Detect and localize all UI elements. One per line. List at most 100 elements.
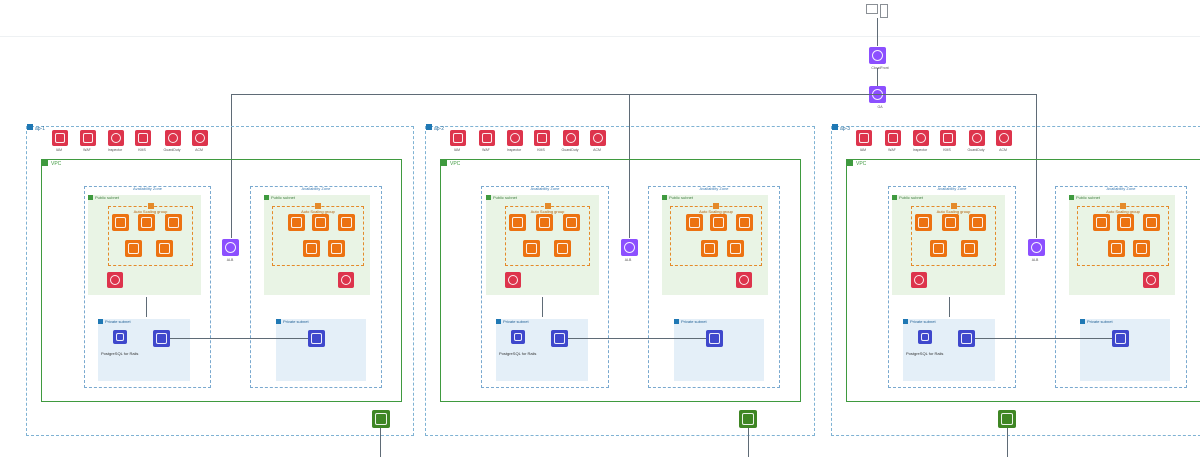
- ec2-icon: [328, 240, 345, 257]
- region-1: ap-1: [26, 124, 414, 436]
- private-subnet-label: Private subnet: [105, 319, 131, 324]
- asg-label: Auto Scaling group: [1106, 209, 1140, 214]
- kms-label: KMS: [138, 148, 146, 152]
- ec2-icon: [536, 214, 553, 231]
- asg-label: Auto Scaling group: [699, 209, 733, 214]
- waf-icon: [885, 130, 901, 146]
- rds-icon: [153, 330, 170, 347]
- autoscaling-group: Auto Scaling group: [108, 203, 193, 266]
- ec2-icon: [727, 240, 744, 257]
- asg-icon: [544, 203, 551, 209]
- ec2-icon: [338, 214, 355, 231]
- vpc-1: VPC: [41, 159, 402, 402]
- replication-line: [568, 338, 706, 339]
- region-3: ap-3: [831, 124, 1200, 436]
- fanout-line: [231, 94, 1037, 95]
- vpc-label: VPC: [51, 161, 62, 167]
- db-caption: PostgreSQL for Rails: [906, 351, 944, 356]
- autoscaling-group: Auto Scaling group: [1077, 203, 1169, 266]
- ec2-icon: [288, 214, 305, 231]
- public-subnet-label: Public subnet: [669, 195, 694, 200]
- asg-label: Auto Scaling group: [301, 209, 335, 214]
- rds-icon: [308, 330, 325, 347]
- kms-icon: [940, 130, 956, 146]
- ec2-icon: [312, 214, 329, 231]
- iam-label: IAM: [55, 148, 63, 152]
- az-2a: Availability Zone: [481, 186, 609, 388]
- vpc-flag-icon: [441, 160, 447, 166]
- database-icon: [918, 330, 932, 344]
- database-icon: [113, 330, 127, 344]
- ec2-icon: [563, 214, 580, 231]
- public-subnet: Public subnet: [892, 195, 1005, 295]
- az-1b: Availability Zone: [250, 186, 382, 388]
- waf-label: WAF: [888, 148, 896, 152]
- s3-icon: [372, 410, 390, 428]
- private-subnet-label: Private subnet: [681, 319, 707, 324]
- ec2-icon: [509, 214, 526, 231]
- nat-gateway-icon: [736, 272, 752, 288]
- asg-label: Auto Scaling group: [133, 209, 168, 214]
- inspector-label: Inspector: [107, 148, 123, 152]
- inspector-icon: [507, 130, 523, 146]
- ec2-icon: [1093, 214, 1110, 231]
- public-subnet-label: Public subnet: [95, 195, 120, 200]
- az-2b: Availability Zone: [648, 186, 780, 388]
- subnet-flag-icon: [486, 195, 491, 200]
- az-label: Availability Zone: [132, 186, 163, 191]
- region-label: ap-1: [35, 126, 46, 132]
- asg-icon: [1120, 203, 1126, 209]
- rds-icon: [1112, 330, 1129, 347]
- db-caption: PostgreSQL for Rails: [499, 351, 537, 356]
- connector-line: [949, 297, 950, 317]
- subnet-flag-icon: [674, 319, 679, 324]
- client-monitor-icon: [866, 4, 878, 14]
- guardduty-icon: [563, 130, 579, 146]
- subnet-flag-icon: [1080, 319, 1085, 324]
- ec2-icon: [523, 240, 540, 257]
- subnet-flag-icon: [264, 195, 269, 200]
- ec2-icon: [915, 214, 932, 231]
- public-subnet-label: Public subnet: [271, 195, 296, 200]
- ec2-icon: [156, 240, 173, 257]
- ec2-icon: [138, 214, 155, 231]
- alb-icon: [222, 239, 239, 256]
- private-subnet: Private subnet: [903, 319, 995, 381]
- ec2-icon: [930, 240, 947, 257]
- connector-line: [877, 68, 878, 86]
- connector-line: [542, 297, 543, 317]
- region-flag-icon: [27, 124, 33, 130]
- iam-icon: [52, 130, 68, 146]
- region-flag-icon: [426, 124, 432, 130]
- acm-icon: [192, 130, 208, 146]
- region-2: ap-2: [425, 124, 815, 436]
- rds-icon: [706, 330, 723, 347]
- acm-label: ACM: [999, 148, 1007, 152]
- private-subnet: Private subnet: [98, 319, 190, 381]
- connector-line: [748, 428, 749, 457]
- asg-icon: [713, 203, 719, 209]
- az-label: Availability Zone: [530, 186, 560, 191]
- iam-label: IAM: [859, 148, 867, 152]
- vpc-label: VPC: [450, 161, 461, 167]
- guardduty-icon: [969, 130, 985, 146]
- subnet-flag-icon: [892, 195, 897, 200]
- subnet-flag-icon: [88, 195, 93, 200]
- guardduty-label: GuardDuty: [967, 148, 985, 152]
- az-label: Availability Zone: [1106, 186, 1136, 191]
- iam-label: IAM: [453, 148, 461, 152]
- nat-gateway-icon: [107, 272, 123, 288]
- waf-label: WAF: [83, 148, 91, 152]
- ec2-icon: [942, 214, 959, 231]
- ec2-icon: [112, 214, 129, 231]
- region-label: ap-3: [840, 126, 851, 132]
- inspector-label: Inspector: [912, 148, 928, 152]
- alb-label: ALB: [226, 258, 234, 262]
- ec2-icon: [165, 214, 182, 231]
- guardduty-icon: [165, 130, 181, 146]
- alb-icon: [621, 239, 638, 256]
- nat-gateway-icon: [911, 272, 927, 288]
- nat-gateway-icon: [1143, 272, 1159, 288]
- ec2-icon: [701, 240, 718, 257]
